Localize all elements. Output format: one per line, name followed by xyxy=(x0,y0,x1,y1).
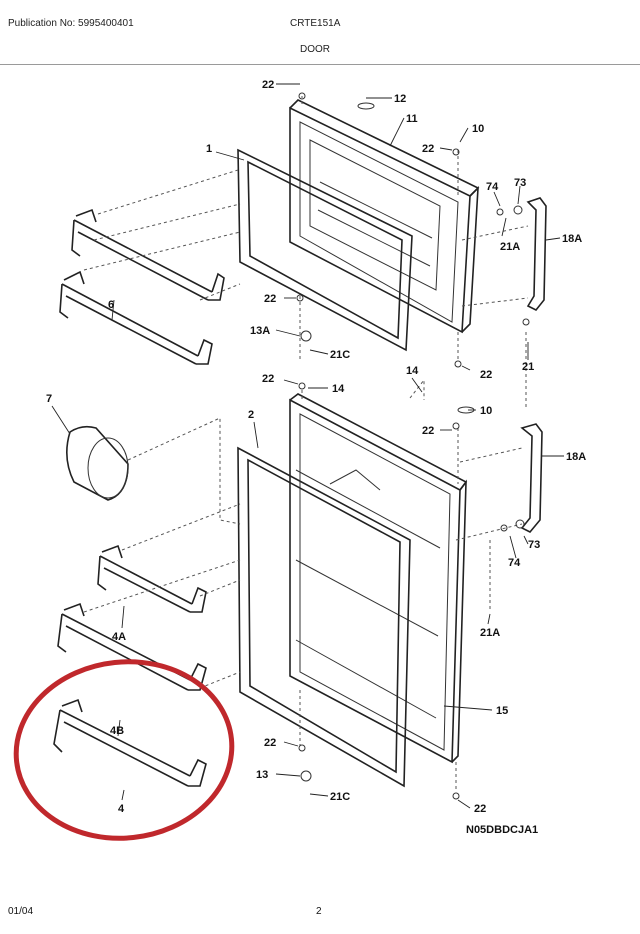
door-bin-4 xyxy=(53,698,207,787)
freezer-shelf-upper xyxy=(71,208,225,301)
fresh-food-handle xyxy=(520,423,543,533)
freezer-door-outer xyxy=(289,99,480,334)
callout-22: 22 xyxy=(474,803,486,815)
callout-12: 12 xyxy=(394,93,406,105)
fresh-food-door-outer xyxy=(289,393,468,764)
callout-18a: 18A xyxy=(566,451,586,463)
callout-14: 14 xyxy=(406,365,419,377)
callout-22: 22 xyxy=(480,369,492,381)
callout-73: 73 xyxy=(514,177,526,189)
publication-number: Publication No: 5995400401 xyxy=(8,18,134,29)
callout-74: 74 xyxy=(508,557,521,569)
callout-22: 22 xyxy=(262,79,274,91)
callout-6: 6 xyxy=(108,299,114,311)
footer-date: 01/04 xyxy=(8,906,34,917)
callout-4: 4 xyxy=(118,803,125,815)
header-divider xyxy=(0,64,640,65)
callout-22: 22 xyxy=(422,143,434,155)
freezer-handle xyxy=(526,197,547,312)
callout-11: 11 xyxy=(406,113,418,125)
callout-21c: 21C xyxy=(330,791,350,803)
callout-22: 22 xyxy=(422,425,434,437)
butter-dish xyxy=(66,425,129,501)
callout-13a: 13A xyxy=(250,325,270,337)
highlight-circle xyxy=(13,659,235,841)
page-number: 2 xyxy=(316,906,322,917)
callout-73: 73 xyxy=(528,539,540,551)
callout-4b: 4B xyxy=(110,725,124,737)
callout-1: 1 xyxy=(206,143,212,155)
fresh-food-door-gasket xyxy=(237,446,411,788)
callout-15: 15 xyxy=(496,705,508,717)
callout-13: 13 xyxy=(256,769,268,781)
model-number: CRTE151A xyxy=(290,18,341,29)
callout-10: 10 xyxy=(472,123,484,135)
callout-10: 10 xyxy=(480,405,492,417)
callout-22: 22 xyxy=(264,293,276,305)
callout-22: 22 xyxy=(264,737,276,749)
freezer-door-gasket xyxy=(237,148,413,352)
callout-21a: 21A xyxy=(480,627,500,639)
section-title: DOOR xyxy=(300,44,330,55)
door-bin-4a xyxy=(97,544,207,613)
freezer-shelf-lower xyxy=(59,270,213,365)
callout-2: 2 xyxy=(248,409,254,421)
callout-14: 14 xyxy=(332,383,345,395)
callout-4a: 4A xyxy=(112,631,126,643)
callout-74: 74 xyxy=(486,181,499,193)
callout-7: 7 xyxy=(46,393,52,405)
callout-21: 21 xyxy=(522,361,534,373)
callout-21a: 21A xyxy=(500,241,520,253)
callout-22: 22 xyxy=(262,373,274,385)
diagram-code: N05DBDCJA1 xyxy=(466,824,539,836)
callout-21c: 21C xyxy=(330,349,350,361)
callout-18a: 18A xyxy=(562,233,582,245)
